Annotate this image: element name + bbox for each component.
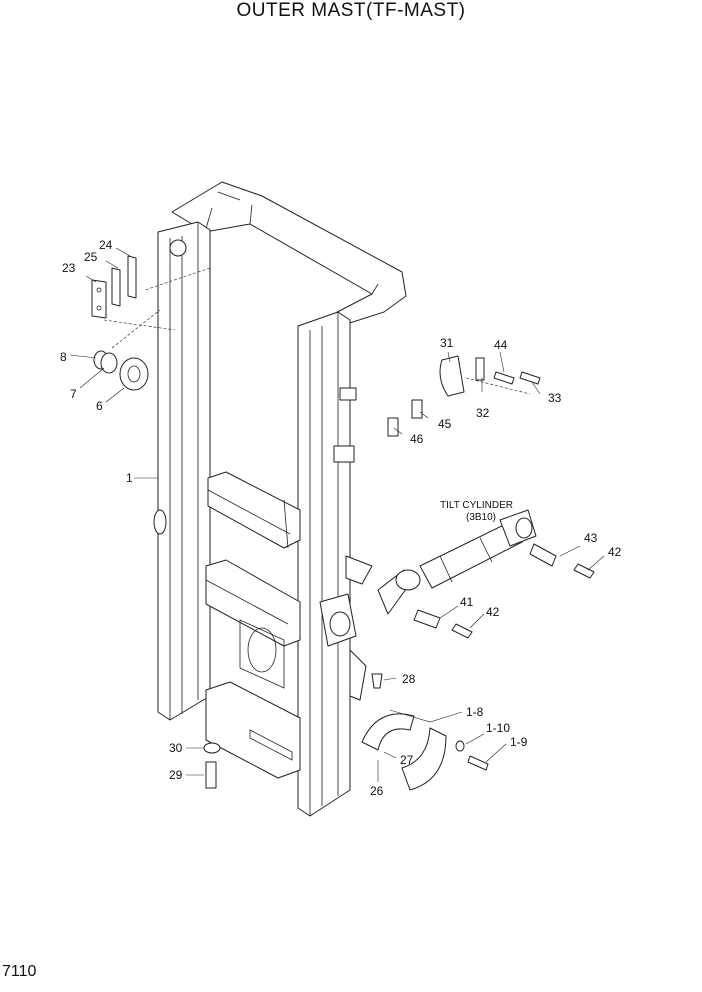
callout-28: 28 bbox=[402, 672, 416, 686]
callout-30: 30 bbox=[169, 741, 183, 755]
callout-8: 8 bbox=[60, 350, 67, 364]
leader-lines bbox=[69, 247, 605, 782]
callout-29: 29 bbox=[169, 768, 183, 782]
tilt-cylinder-label: TILT CYLINDER bbox=[440, 500, 513, 511]
exploded-parts bbox=[91, 255, 595, 791]
bottom-crossmember bbox=[205, 681, 301, 779]
callout-46: 46 bbox=[410, 432, 424, 446]
callout-1-8: 1-8 bbox=[466, 705, 484, 719]
callout-44: 44 bbox=[494, 338, 508, 352]
callout-41: 41 bbox=[460, 595, 474, 609]
tilt-cylinder-ref: (3B10) bbox=[466, 512, 496, 523]
callout-26: 26 bbox=[370, 784, 384, 798]
callout-45: 45 bbox=[438, 417, 452, 431]
callout-43: 43 bbox=[584, 531, 598, 545]
middle-crossmember bbox=[207, 471, 301, 549]
callout-25: 25 bbox=[84, 250, 98, 264]
callout-6: 6 bbox=[96, 399, 103, 413]
tilt-cylinder bbox=[377, 509, 537, 615]
page-title: OUTER MAST(TF-MAST) bbox=[236, 0, 466, 21]
left-rail bbox=[157, 221, 211, 721]
lower-crossmember bbox=[205, 559, 301, 647]
top-crossmember bbox=[171, 181, 407, 331]
callout-labels: 1 6 7 8 23 24 25 26 27 28 29 30 31 32 33… bbox=[60, 238, 622, 798]
callout-31: 31 bbox=[440, 336, 454, 350]
outer-mast-frame bbox=[153, 181, 407, 817]
callout-23: 23 bbox=[62, 261, 76, 275]
callout-33: 33 bbox=[548, 391, 562, 405]
callout-1-9: 1-9 bbox=[510, 735, 528, 749]
callout-42-lower: 42 bbox=[486, 605, 500, 619]
callout-24: 24 bbox=[99, 238, 113, 252]
callout-7: 7 bbox=[70, 387, 77, 401]
page-number: 7110 bbox=[2, 963, 37, 980]
callout-1-10: 1-10 bbox=[486, 721, 510, 735]
callout-1: 1 bbox=[126, 471, 133, 485]
callout-27: 27 bbox=[400, 753, 414, 767]
callout-42-upper: 42 bbox=[608, 545, 622, 559]
callout-32: 32 bbox=[476, 406, 490, 420]
